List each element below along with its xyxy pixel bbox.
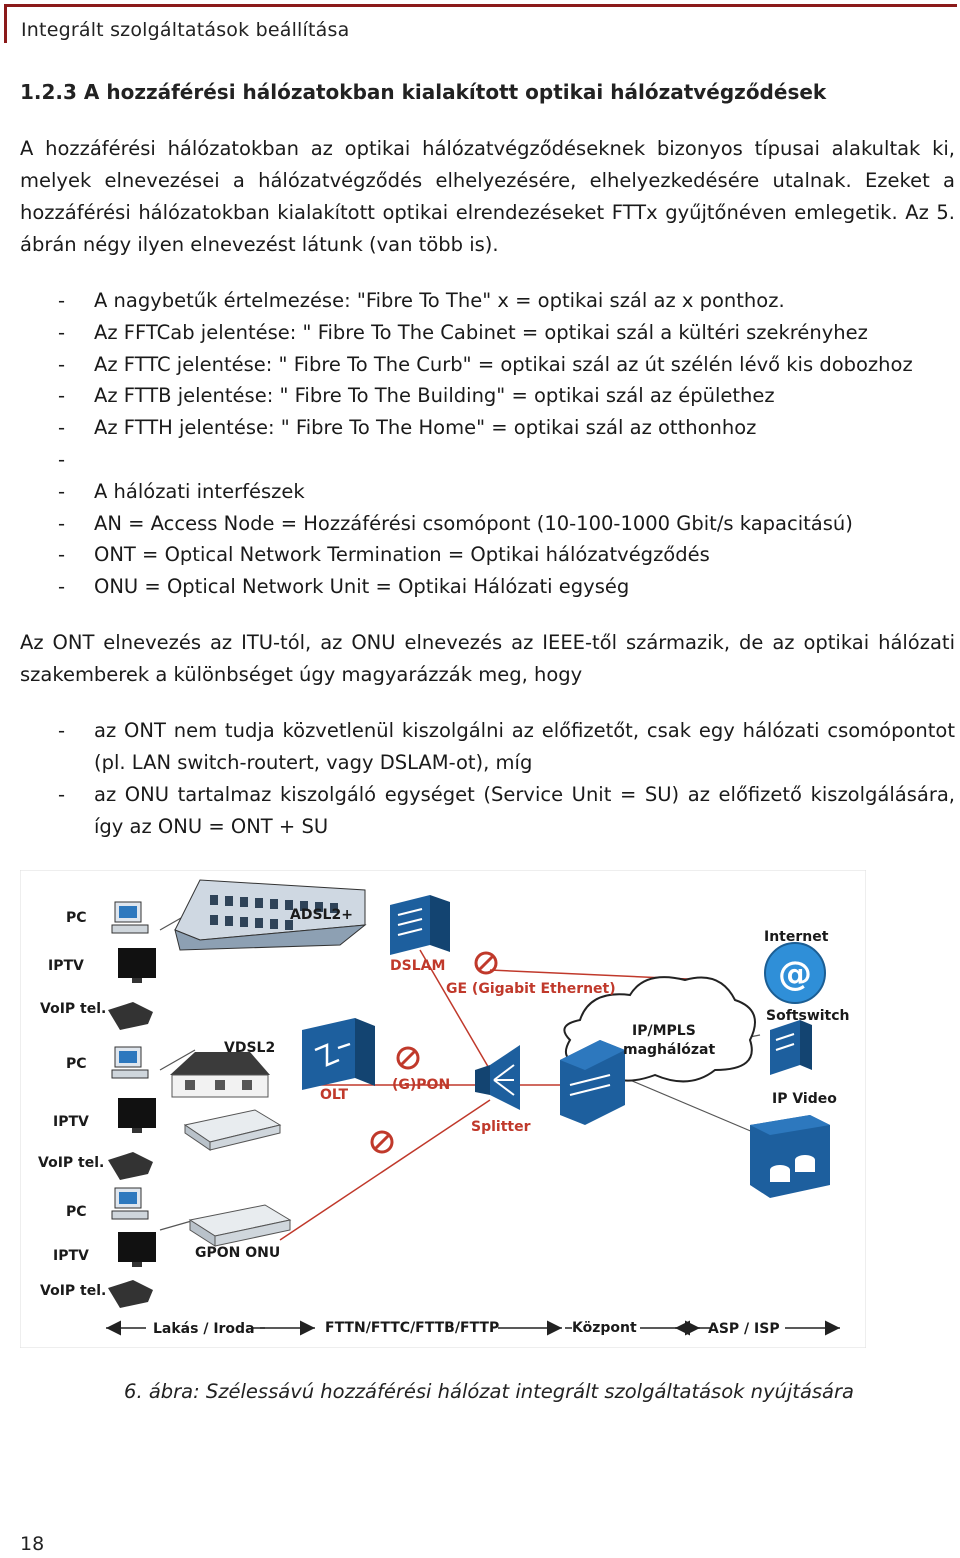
ont-onu-list: - az ONT nem tudja közvetlenül kiszolgáln…	[20, 715, 955, 843]
dslam-icon	[390, 895, 450, 955]
tv-icon	[118, 1232, 156, 1267]
ip-video-server-icon	[750, 1115, 830, 1198]
ont-onu-paragraph: Az ONT elnevezés az ITU-tól, az ONU elne…	[20, 631, 955, 686]
list-item-text: az ONT nem tudja közvetlenül kiszolgálni…	[94, 719, 955, 774]
label-voip: VoIP tel.	[38, 1155, 104, 1171]
office-building-icon	[174, 879, 367, 951]
softswitch-icon	[770, 1020, 812, 1075]
list-item: - ONU = Optical Network Unit = Optikai Há…	[20, 571, 955, 603]
list-dash: -	[58, 384, 66, 408]
label-voip: VoIP tel.	[40, 1283, 106, 1299]
label-splitter: Splitter	[471, 1119, 531, 1135]
list-item-text: A nagybetűk értelmezése: "Fibre To The" …	[94, 289, 785, 312]
label-ge: GE (Gigabit Ethernet)	[446, 981, 616, 997]
phone-icon	[108, 1280, 153, 1308]
list-item: - Az FTTB jelentése: " Fibre To The Build…	[20, 380, 955, 412]
list-item-text: A hálózati interfészek	[94, 479, 305, 503]
list-item-text: Az FTTB jelentése: " Fibre To The Buildi…	[94, 384, 775, 408]
page-number: 18	[20, 1533, 45, 1555]
list-item-text: Az FFTCab jelentése: " Fibre To The Cabi…	[94, 320, 868, 344]
pc-icon	[111, 1187, 149, 1220]
router-icon	[560, 1040, 625, 1125]
zone-label-access: FTTN/FTTC/FTTB/FTTP	[325, 1320, 499, 1336]
list-item-text: ONT = Optical Network Termination = Opti…	[94, 543, 710, 567]
phone-icon	[108, 1002, 153, 1030]
pc-icon	[111, 901, 149, 934]
list-item: - Az FTTH jelentése: " Fibre To The Home"…	[20, 412, 955, 444]
list-dash: -	[58, 543, 66, 567]
figure-frame	[19, 869, 867, 1349]
list-item: - az ONU tartalmaz kiszolgáló egységet (S…	[20, 779, 955, 843]
network-diagram: @ PC IPTV VoIP tel. PC IPTV VoIP tel. PC…	[19, 869, 867, 1349]
label-gpon: (G)PON	[392, 1077, 450, 1093]
list-dash: -	[58, 783, 66, 806]
list-dash: -	[58, 511, 66, 535]
label-pc: PC	[66, 1204, 87, 1220]
section-heading: 1.2.3 A hozzáférési hálózatokban kialakí…	[20, 80, 827, 104]
page-header: Integrált szolgáltatások beállítása	[4, 4, 957, 43]
list-item-text: AN = Access Node = Hozzáférési csomópont…	[94, 511, 853, 535]
label-ipmpls: IP/MPLS	[632, 1023, 696, 1039]
network-diagram-svg: @ PC IPTV VoIP tel. PC IPTV VoIP tel. PC…	[19, 869, 867, 1349]
label-adsl2: ADSL2+	[290, 907, 353, 923]
olt-icon	[302, 1018, 375, 1090]
label-iptv: IPTV	[53, 1248, 89, 1264]
gpon-onu-icon	[188, 1204, 292, 1247]
house-icon	[170, 1052, 270, 1098]
list-item-text: ONU = Optical Network Unit = Optikai Hál…	[94, 575, 630, 599]
label-pc: PC	[66, 910, 87, 926]
label-voip: VoIP tel.	[40, 1001, 106, 1017]
label-vdsl2: VDSL2	[224, 1040, 275, 1056]
list-item: - A hálózati interfészek	[20, 476, 955, 508]
splitter-icon	[475, 1045, 520, 1110]
tv-icon	[118, 948, 156, 983]
tv-icon	[118, 1098, 156, 1133]
svg-text:@: @	[778, 954, 812, 994]
list-dash: -	[58, 447, 66, 471]
list-item: - Az FFTCab jelentése: " Fibre To The Cab…	[20, 317, 955, 349]
vdsl-modem-icon	[183, 1109, 282, 1151]
label-internet: Internet	[764, 929, 829, 945]
list-dash: -	[58, 416, 66, 440]
list-dash: -	[58, 575, 66, 599]
definition-list: - A nagybetűk értelmezése: "Fibre To The"…	[20, 285, 955, 603]
list-dash: -	[58, 479, 66, 503]
list-item: -	[20, 444, 955, 476]
label-gpon-onu: GPON ONU	[195, 1245, 280, 1261]
list-dash: -	[58, 352, 66, 376]
label-olt: OLT	[320, 1087, 349, 1103]
list-item-text: Az FTTH jelentése: " Fibre To The Home" …	[94, 416, 757, 440]
fiber-reel-icon	[370, 951, 498, 1154]
list-dash: -	[58, 289, 66, 312]
list-dash: -	[58, 320, 66, 344]
label-dslam: DSLAM	[390, 958, 445, 974]
label-iptv: IPTV	[53, 1114, 89, 1130]
label-ip-video: IP Video	[772, 1091, 837, 1107]
list-item-text: az ONU tartalmaz kiszolgáló egységet (Se…	[94, 783, 955, 838]
list-item: - A nagybetűk értelmezése: "Fibre To The"…	[20, 285, 955, 317]
list-item: - AN = Access Node = Hozzáférési csomópon…	[20, 508, 955, 540]
list-item: - az ONT nem tudja közvetlenül kiszolgáln…	[20, 715, 955, 779]
label-core: maghálózat	[623, 1042, 715, 1058]
figure-caption: 6. ábra: Szélessávú hozzáférési hálózat …	[124, 1380, 854, 1403]
list-item: - Az FTTC jelentése: " Fibre To The Curb"…	[20, 349, 955, 381]
pc-icon	[111, 1046, 149, 1079]
list-item: - ONT = Optical Network Termination = Opt…	[20, 539, 955, 571]
intro-paragraph: A hozzáférési hálózatokban az optikai há…	[20, 137, 955, 256]
phone-icon	[108, 1152, 153, 1180]
label-softswitch: Softswitch	[766, 1008, 850, 1024]
zone-label-provider: ASP / ISP	[708, 1321, 780, 1337]
label-pc: PC	[66, 1056, 87, 1072]
label-iptv: IPTV	[48, 958, 84, 974]
list-dash: -	[58, 719, 66, 742]
zone-label-home: Lakás / Iroda	[153, 1321, 255, 1337]
header-title: Integrált szolgáltatások beállítása	[21, 19, 350, 41]
internet-globe-icon: @	[764, 942, 826, 1004]
list-item-text: Az FTTC jelentése: " Fibre To The Curb" …	[94, 352, 913, 376]
zone-label-central: Központ	[572, 1320, 637, 1336]
